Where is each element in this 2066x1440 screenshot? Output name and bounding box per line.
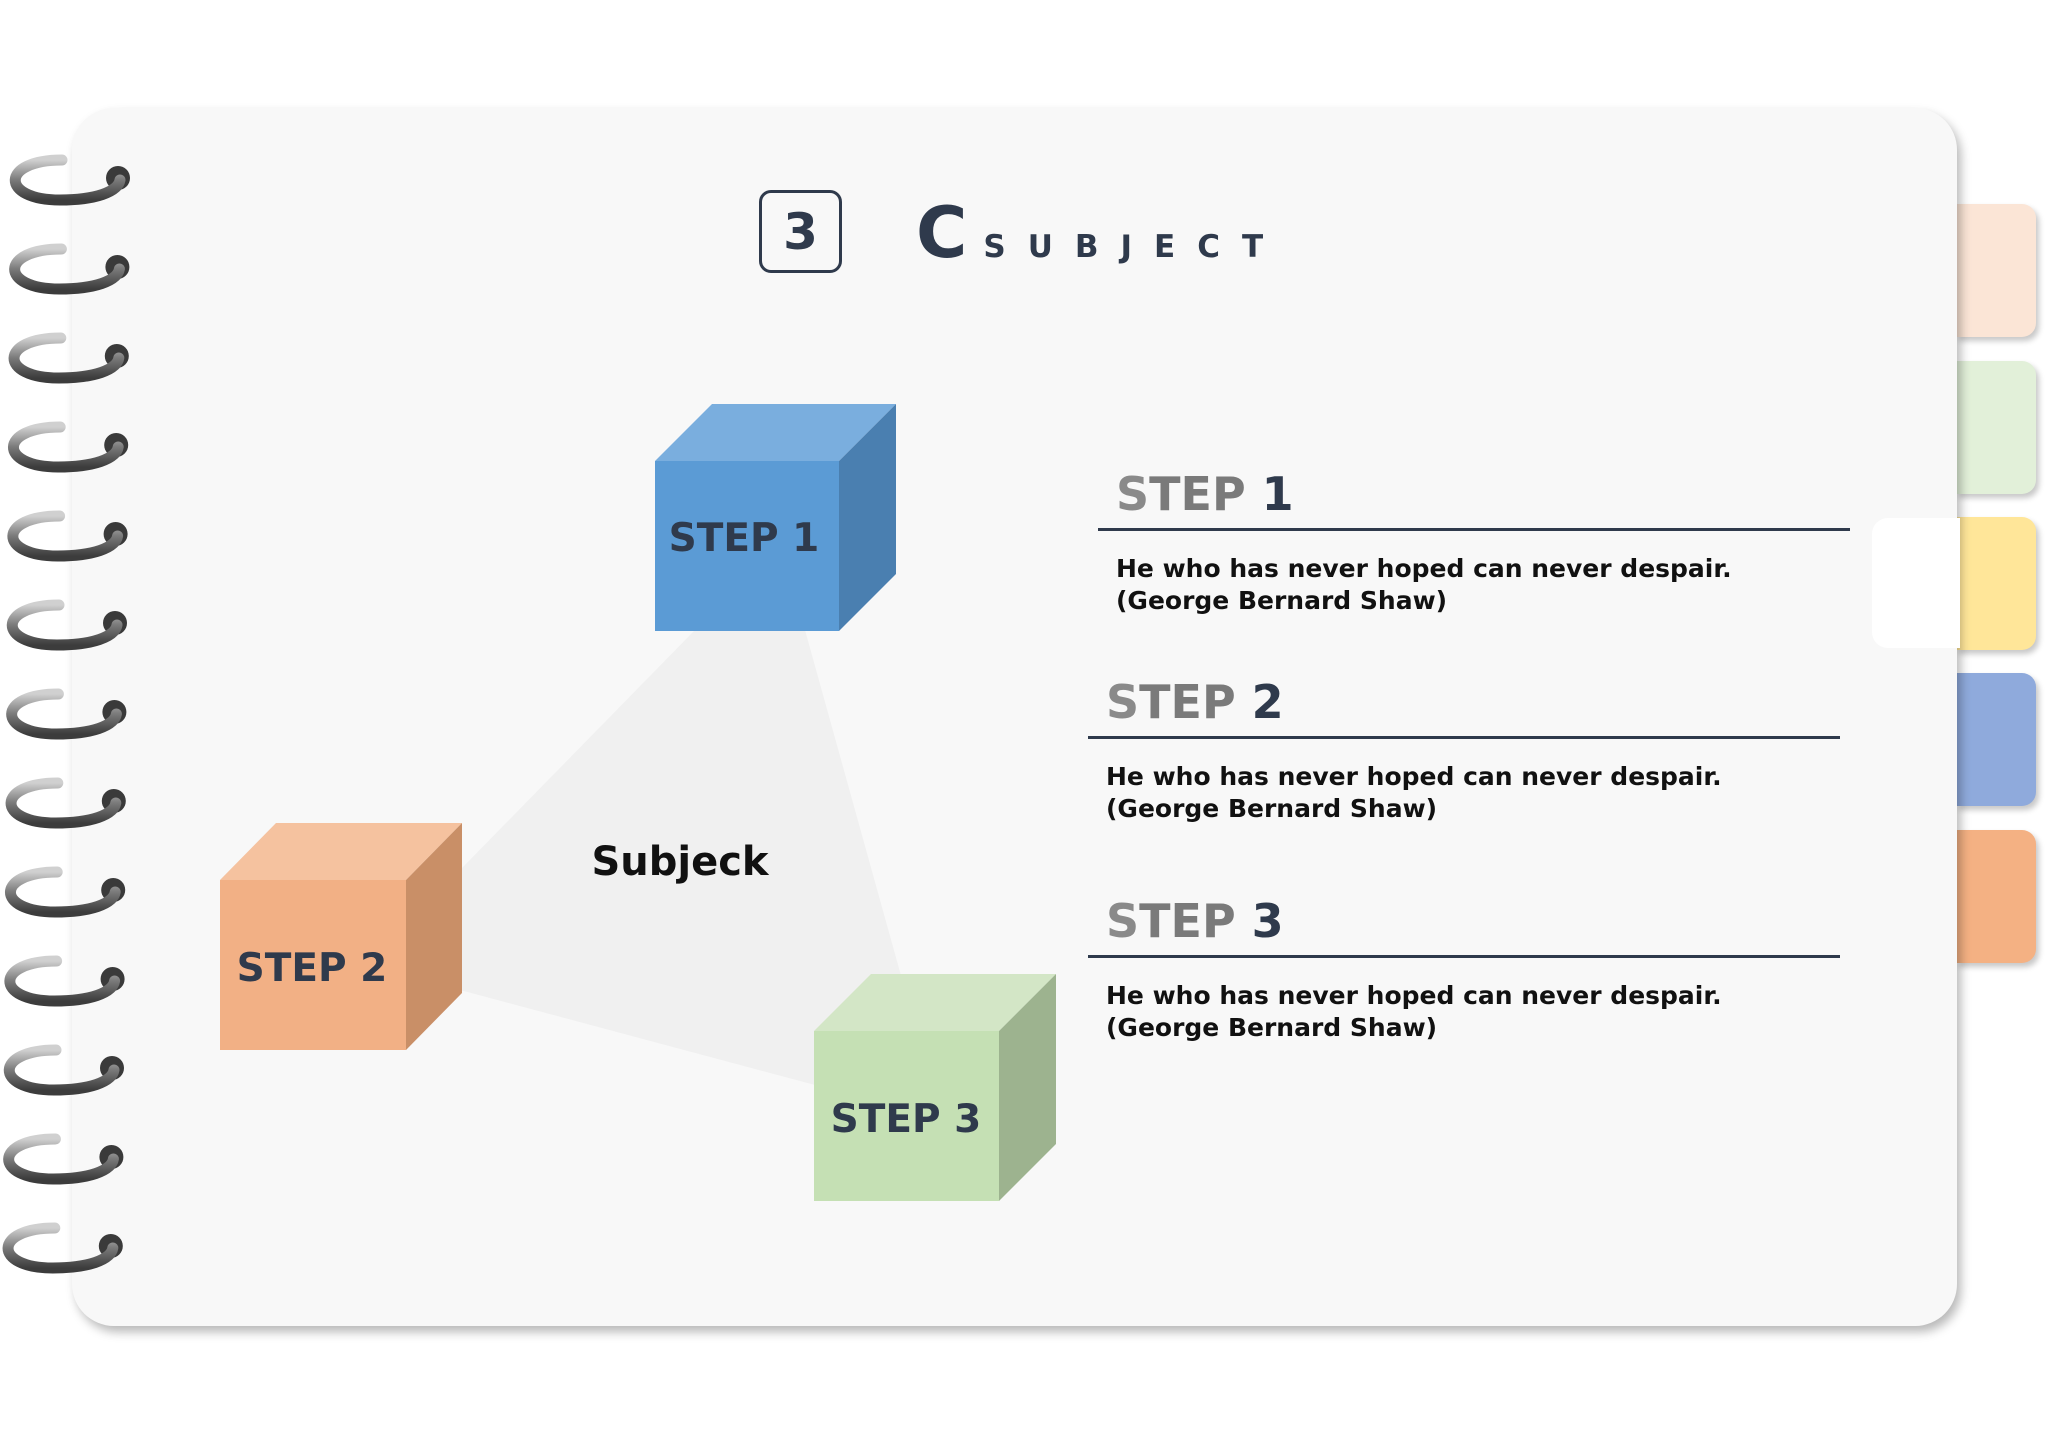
cube-step-2[interactable]: STEP 2 xyxy=(220,823,462,1050)
spiral-binding xyxy=(2,154,130,1274)
connector-triangle xyxy=(460,630,905,1085)
cube-step-3[interactable]: STEP 3 xyxy=(814,974,1056,1201)
step-3-heading: STEP 3 xyxy=(1088,887,1840,958)
binding-ring-loop xyxy=(3,1044,120,1096)
binding-ring-loop xyxy=(8,421,124,473)
binding-ring xyxy=(3,1044,124,1096)
cube-step-3-top xyxy=(814,974,1056,1031)
binding-ring-loop xyxy=(5,777,122,829)
tab-5[interactable] xyxy=(1956,830,2036,963)
step-1-text: He who has never hoped can never despair… xyxy=(1116,554,1732,615)
binding-ring-loop xyxy=(4,955,121,1007)
step-3-text: He who has never hoped can never despair… xyxy=(1106,981,1722,1042)
step-block-2: STEP 2 He who has never hoped can never … xyxy=(1088,668,1840,825)
step-block-1: STEP 1 He who has never hoped can never … xyxy=(1098,460,1850,617)
binding-ring-loop xyxy=(6,599,123,651)
cube-step-3-label: STEP 3 xyxy=(831,1097,982,1142)
step-3-heading-tep: TEP xyxy=(1139,894,1236,948)
binding-ring-loop xyxy=(6,688,122,740)
binding-ring xyxy=(7,510,128,562)
binding-ring-loop xyxy=(8,332,125,384)
binding-ring xyxy=(2,1222,123,1274)
step-1-heading-s: S xyxy=(1116,467,1150,521)
binding-ring-loop xyxy=(5,866,121,918)
step-2-heading-s: S xyxy=(1106,675,1140,729)
cube-step-1-label: STEP 1 xyxy=(669,516,820,561)
tab-4[interactable] xyxy=(1956,673,2036,806)
binding-ring xyxy=(6,688,127,740)
step-1-heading-num: 1 xyxy=(1261,467,1294,521)
step-2-heading-num: 2 xyxy=(1251,675,1284,729)
binding-ring xyxy=(9,243,130,295)
cube-step-2-side xyxy=(406,823,462,1050)
binding-ring xyxy=(8,421,129,473)
binding-ring-loop xyxy=(9,243,125,295)
binding-ring-loop xyxy=(3,1133,119,1185)
tab-2[interactable] xyxy=(1956,361,2036,494)
active-tab-highlight xyxy=(1872,518,1960,648)
binding-ring-loop xyxy=(9,154,126,206)
binding-ring-loop xyxy=(2,1222,119,1274)
cube-step-3-side xyxy=(999,974,1056,1201)
cube-step-2-label: STEP 2 xyxy=(237,946,388,991)
tab-1[interactable] xyxy=(1956,204,2036,337)
step-block-3: STEP 3 He who has never hoped can never … xyxy=(1088,887,1840,1044)
page-title-rest: SUBJECT xyxy=(983,229,1286,265)
binding-ring xyxy=(6,599,127,651)
step-2-heading-tep: TEP xyxy=(1139,675,1236,729)
step-1-heading: STEP 1 xyxy=(1098,460,1850,531)
step-1-heading-tep: TEP xyxy=(1149,467,1246,521)
binding-ring xyxy=(8,332,129,384)
center-label: Subjeck xyxy=(591,839,769,885)
step-2-text: He who has never hoped can never despair… xyxy=(1106,762,1722,823)
page-title: C SUBJECT xyxy=(916,192,1286,274)
binding-ring xyxy=(9,154,130,206)
binding-ring-loop xyxy=(7,510,124,562)
cube-step-2-front xyxy=(220,880,406,1050)
cube-step-1-side xyxy=(839,404,896,631)
step-3-heading-num: 3 xyxy=(1251,894,1284,948)
section-number: 3 xyxy=(759,190,842,273)
step-2-heading: STEP 2 xyxy=(1088,668,1840,739)
tab-3[interactable] xyxy=(1956,517,2036,650)
cube-step-1-front xyxy=(655,461,839,631)
step-3-heading-s: S xyxy=(1106,894,1140,948)
binding-ring xyxy=(5,866,126,918)
cube-step-1-top xyxy=(655,404,896,461)
page-title-initial: C xyxy=(916,192,968,274)
binding-ring xyxy=(5,777,126,829)
cube-step-3-front xyxy=(814,1031,999,1201)
binding-ring xyxy=(3,1133,124,1185)
cube-step-1[interactable]: STEP 1 xyxy=(655,404,896,631)
cube-step-2-top xyxy=(220,823,462,880)
binding-ring xyxy=(4,955,125,1007)
